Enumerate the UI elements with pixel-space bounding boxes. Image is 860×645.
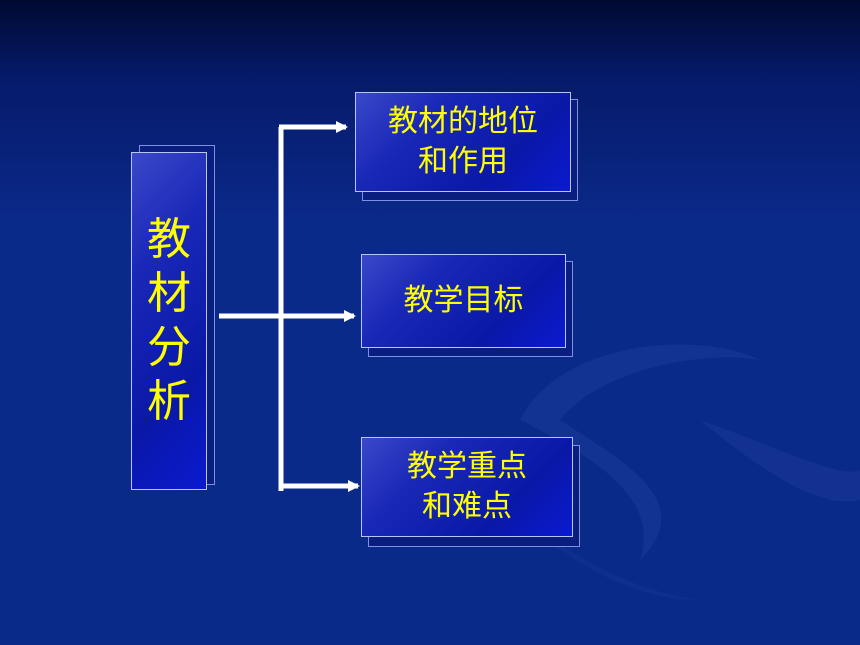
root-box: 教材分析 [131,152,207,490]
root-label: 教材分析 [147,214,191,427]
branch-1-label: 教材的地位 和作用 [388,104,538,179]
branch-box-3: 教学重点 和难点 [361,437,573,537]
branch-box-2: 教学目标 [361,254,566,348]
branch-box-1: 教材的地位 和作用 [355,92,571,192]
branch-3-label: 教学重点 和难点 [407,449,527,524]
branch-2-label: 教学目标 [403,283,524,318]
